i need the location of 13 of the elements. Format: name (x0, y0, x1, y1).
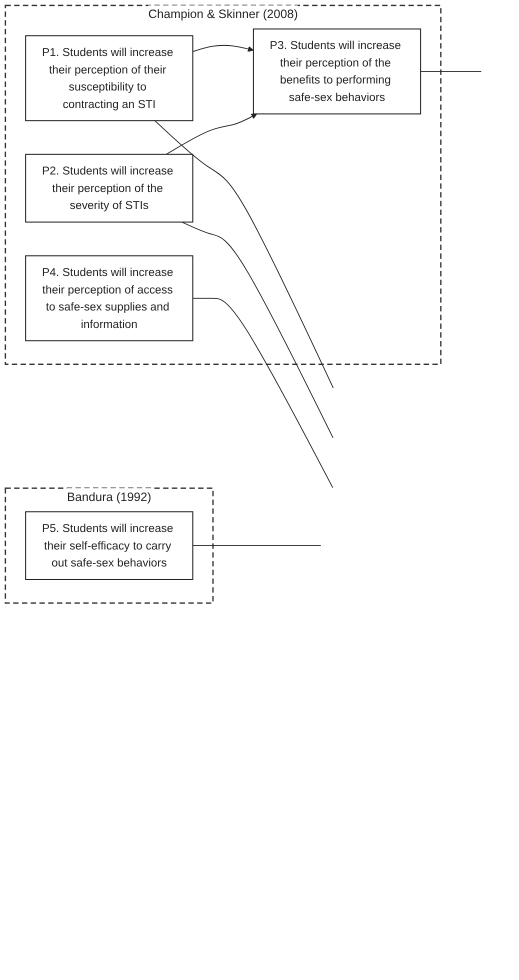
connector-line (154, 120, 334, 388)
arrow (192, 44, 254, 52)
process-box: P5. Students will increase their self-efficacy to carry out safe-sex behaviors (25, 511, 194, 580)
process-box: P1. Students will increase their perception of their susceptibility to contracting an STI (25, 35, 194, 122)
process-box: P3. Students will increase their perception of the benefits to performing safe-sex behaviors (252, 28, 422, 114)
connector-line (420, 71, 482, 72)
process-box: P4. Students will increase their perception of access to safe-sex supplies and information (25, 255, 194, 342)
arrow (166, 114, 258, 155)
group-title: Bandura (1992) (67, 488, 152, 506)
process-box: P2. Students will increase their perception of the severity of STIs (25, 154, 194, 223)
connector-line (182, 222, 334, 438)
connector-line (192, 545, 322, 546)
connector-line (192, 298, 334, 488)
